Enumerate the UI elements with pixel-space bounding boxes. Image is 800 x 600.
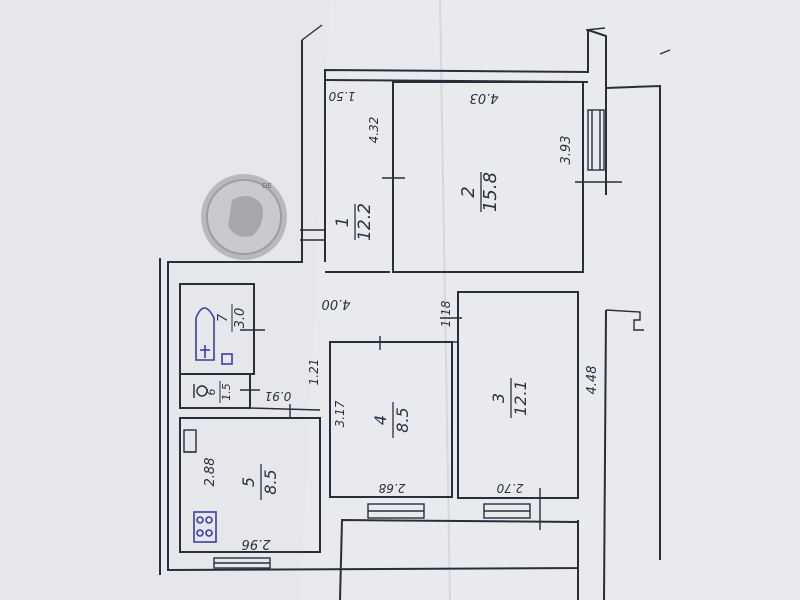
paper-shadow [0,0,330,600]
room-6-area: 1.5 [220,383,233,401]
coin-icon: DE [201,174,287,260]
room-2-label: 15.8 2 [458,172,501,212]
room-1-area: 12.2 [355,203,375,241]
room-6-number: 6 [205,389,218,396]
dim-2-96: 2.96 [242,536,271,551]
bathtub-icon [195,307,233,365]
dimension-labels: 1.50 4.32 4.03 3.93 4.00 1.18 4.48 1.21 … [203,89,600,551]
room-4-area: 8.5 [393,407,412,432]
room-4-outline [329,341,453,498]
dim-4-48: 4.48 [585,366,600,395]
room-7-number: 7 [216,313,231,322]
dim-4-32: 4.32 [367,117,381,144]
window-room-3 [483,488,541,530]
room-5-number: 5 [239,477,258,487]
room-4-number: 4 [371,415,390,425]
dim-3-93: 3.93 [559,136,574,165]
dim-4-00: 4.00 [322,296,351,311]
window-room-2 [575,109,622,183]
dim-2-68: 2.68 [378,481,405,495]
wet-rooms [179,283,321,418]
window-room-4 [367,503,425,519]
dim-0-91: 0.91 [265,389,292,403]
room-1-number: 1 [333,217,353,228]
room-7-area: 3.0 [233,308,248,329]
room-2-number: 2 [458,186,479,197]
dim-4-03: 4.03 [470,90,499,105]
room-5-label: 8.5 5 [239,464,280,500]
room-7-label: 3.0 7 [216,304,248,332]
window-room-1 [300,229,325,241]
dim-1-21: 1.21 [307,359,321,386]
dim-2-88: 2.88 [203,458,218,487]
dim-1-18: 1.18 [439,300,453,327]
paper-fold [439,0,451,600]
dim-3-17: 3.17 [333,400,347,427]
room-6-label: 1.5 6 [205,381,233,403]
room-5-area: 8.5 [261,469,280,494]
room-3-label: 12.1 3 [489,378,530,418]
dim-2-70: 2.70 [496,481,523,495]
toilet-icon [193,384,208,398]
dim-1-50: 1.50 [328,89,355,103]
stove-icon [193,511,217,543]
room-3-number: 3 [489,393,508,403]
coin-text: DE [262,182,272,190]
room-3-area: 12.1 [511,380,530,416]
room-4-label: 8.5 4 [371,402,412,438]
sink-icon [183,429,197,453]
room-2-area: 15.8 [480,172,501,212]
room-1-label: 12.2 1 [333,203,375,241]
window-room-5 [213,557,271,569]
outer-walls [159,24,671,600]
